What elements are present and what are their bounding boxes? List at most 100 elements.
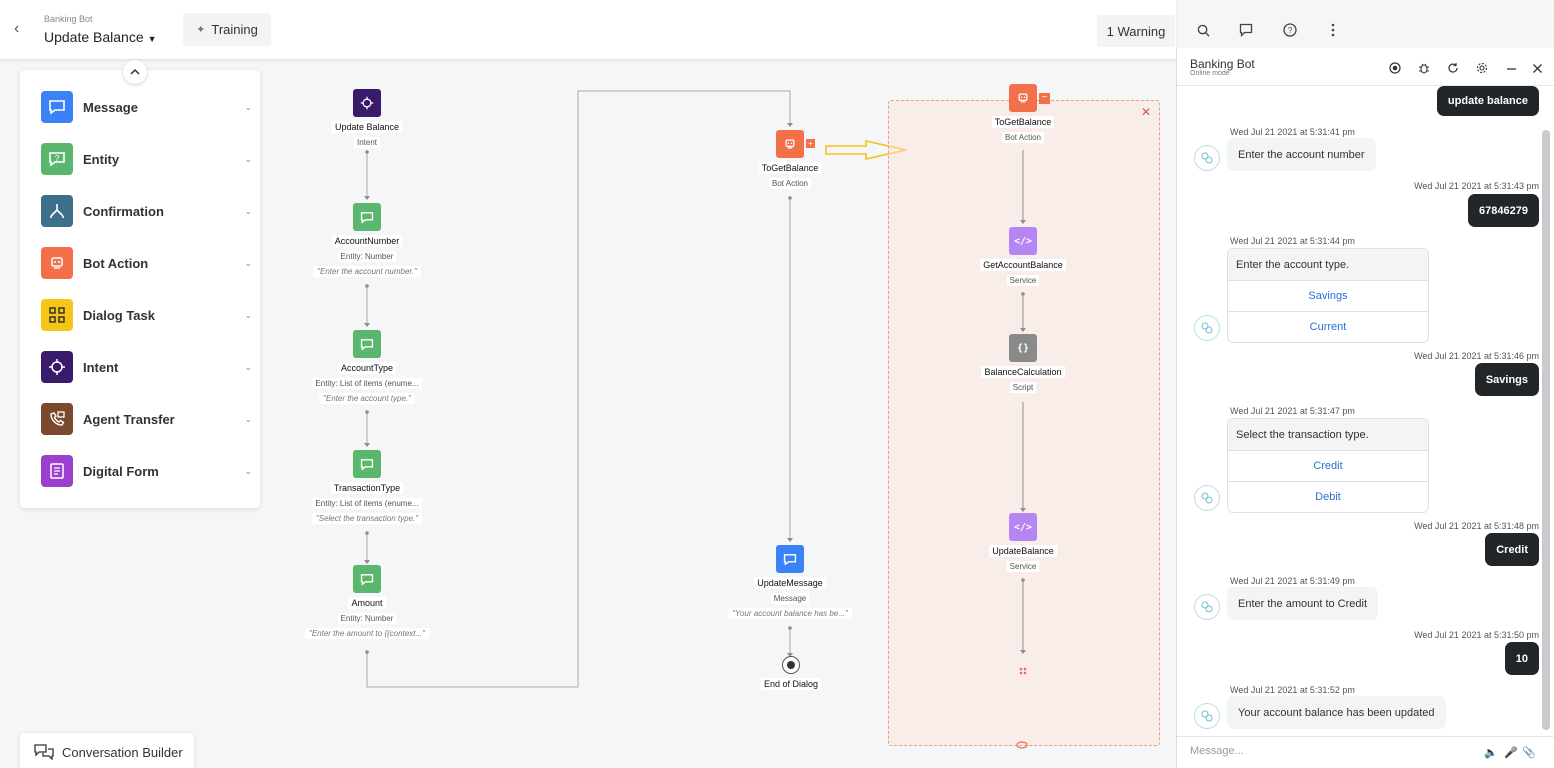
message-icon (41, 91, 73, 123)
arrowhead (787, 123, 793, 127)
collapse-palette-button[interactable] (123, 60, 147, 84)
arrowhead (364, 196, 370, 200)
training-button[interactable]: ✦ Training (183, 13, 271, 46)
close-icon[interactable] (1530, 61, 1544, 75)
dialog-selector[interactable]: Update Balance▼ (44, 29, 157, 45)
node-to-get-balance[interactable]: + ToGetBalance Bot Action (700, 130, 880, 189)
refresh-icon[interactable] (1446, 61, 1460, 75)
timestamp: Wed Jul 21 2021 at 5:31:49 pm (1230, 576, 1355, 586)
node-transaction-type[interactable]: TransactionType Entity: List of items (e… (277, 450, 457, 524)
group-node-to-get-balance[interactable]: − ToGetBalance Bot Action (933, 84, 1113, 143)
palette-item-intent[interactable]: Intent⌄ (41, 350, 256, 384)
speaker-icon[interactable]: 🔈 (1484, 747, 1498, 759)
palette-item-confirmation[interactable]: Confirmation⌄ (41, 194, 256, 228)
message-input[interactable]: Message... (1190, 745, 1244, 757)
bot-avatar (1194, 485, 1220, 511)
node-prompt: "Your account balance has be..." (728, 608, 852, 619)
palette-item-message[interactable]: Message⌄ (41, 90, 256, 124)
palette-item-agent-transfer[interactable]: Agent Transfer⌄ (41, 402, 256, 436)
chat-scrollbar[interactable] (1540, 92, 1550, 732)
option-current[interactable]: Current (1228, 311, 1428, 342)
more-options-icon[interactable] (1325, 22, 1341, 38)
node-end-of-dialog[interactable]: End of Dialog (701, 656, 881, 690)
node-account-type[interactable]: AccountType Entity: List of items (enume… (277, 330, 457, 404)
timestamp: Wed Jul 21 2021 at 5:31:50 pm (1414, 630, 1539, 640)
node-prompt: "Select the transaction type." (311, 513, 423, 524)
entity-icon (353, 565, 381, 593)
palette-item-entity[interactable]: ? Entity⌄ (41, 142, 256, 176)
script-icon: {} (1009, 334, 1037, 362)
svg-text:?: ? (1288, 26, 1293, 35)
group-node-update-balance[interactable]: </> UpdateBalance Service (933, 513, 1113, 572)
node-title: AccountNumber (331, 235, 403, 247)
chevron-down-icon: ⌄ (244, 309, 252, 320)
top-bar: ‹ Banking Bot Update Balance▼ ✦ Training… (0, 0, 1176, 60)
node-update-balance-intent[interactable]: Update Balance Intent (277, 89, 457, 148)
scrollbar-thumb[interactable] (1542, 130, 1550, 730)
node-title: Update Balance (331, 121, 403, 133)
palette-item-bot-action[interactable]: Bot Action⌄ (41, 246, 256, 280)
node-prompt: "Enter the account number." (313, 266, 421, 277)
node-title: Amount (348, 597, 386, 609)
node-update-message[interactable]: UpdateMessage Message "Your account bala… (700, 545, 880, 619)
bot-avatar (1194, 145, 1220, 171)
chat-icon[interactable] (1238, 22, 1254, 38)
node-palette: Message⌄ ? Entity⌄ Confirmation⌄ Bot Act… (20, 70, 260, 508)
timestamp: Wed Jul 21 2021 at 5:31:46 pm (1414, 351, 1539, 361)
entity-icon (353, 330, 381, 358)
settings-icon[interactable] (1475, 61, 1489, 75)
node-prompt: "Enter the account type." (319, 393, 415, 404)
chevron-down-icon: ⌄ (244, 101, 252, 112)
chevron-up-icon (130, 69, 140, 75)
chat-messages: update balance Wed Jul 21 2021 at 5:31:4… (1177, 86, 1539, 736)
service-icon: </> (1009, 513, 1037, 541)
chevron-down-icon: ⌄ (244, 465, 252, 476)
attachment-icon[interactable]: 📎 (1522, 747, 1536, 759)
node-title: UpdateBalance (989, 545, 1057, 557)
group-node-get-account-balance[interactable]: </> GetAccountBalance Service (933, 227, 1113, 286)
palette-label: Entity (83, 151, 120, 167)
search-icon[interactable] (1195, 22, 1211, 38)
palette-item-dialog-task[interactable]: Dialog Task⌄ (41, 298, 256, 332)
palette-item-digital-form[interactable]: Digital Form ⌄ (41, 454, 256, 488)
connector-dot (788, 196, 792, 200)
bot-action-icon: + (776, 130, 815, 158)
chat-input-bar: Message... 🔈 🎤 📎 (1177, 736, 1554, 768)
node-type: Entity: List of items (enume... (312, 498, 422, 509)
conversation-builder-button[interactable]: Conversation Builder (20, 733, 194, 768)
chevron-down-icon: ⌄ (244, 361, 252, 372)
minimize-icon[interactable] (1504, 61, 1518, 75)
help-icon[interactable]: ? (1282, 22, 1298, 38)
node-amount[interactable]: Amount Entity: Number "Enter the amount … (277, 565, 457, 639)
bot-message: Enter the account number (1227, 138, 1376, 171)
node-account-number[interactable]: AccountNumber Entity: Number "Enter the … (277, 203, 457, 277)
warning-button[interactable]: 1 Warning (1097, 15, 1175, 47)
debug-icon[interactable] (1417, 61, 1431, 75)
end-icon (782, 656, 800, 674)
option-savings[interactable]: Savings (1228, 280, 1428, 311)
palette-label: Confirmation (83, 203, 164, 219)
timestamp: Wed Jul 21 2021 at 5:31:44 pm (1230, 236, 1355, 246)
arrowhead (364, 443, 370, 447)
group-node-balance-calculation[interactable]: {} BalanceCalculation Script (933, 334, 1113, 393)
user-message: 67846279 (1468, 194, 1539, 227)
option-credit[interactable]: Credit (1228, 450, 1428, 481)
service-icon: </> (1009, 227, 1037, 255)
svg-text:?: ? (55, 154, 60, 163)
expand-icon[interactable]: + (806, 139, 815, 148)
collapse-icon[interactable]: − (1039, 93, 1050, 104)
bot-avatar (1194, 703, 1220, 729)
bot-action-icon (41, 247, 73, 279)
palette-label: Digital Form (83, 463, 159, 479)
arrowhead (787, 538, 793, 542)
microphone-icon[interactable]: 🎤 (1504, 747, 1518, 759)
chat-mode: Online mode (1190, 70, 1230, 77)
option-debit[interactable]: Debit (1228, 481, 1428, 512)
chat-panel: Banking Bot Online mode update balance W… (1176, 48, 1554, 768)
node-prompt: "Enter the amount to {{context..." (305, 628, 429, 639)
close-group-icon[interactable]: ✕ (1140, 105, 1151, 119)
back-arrow-icon[interactable]: ‹ (14, 20, 20, 37)
user-message: update balance (1436, 86, 1539, 116)
record-icon[interactable] (1388, 61, 1402, 75)
confirmation-icon (41, 195, 73, 227)
